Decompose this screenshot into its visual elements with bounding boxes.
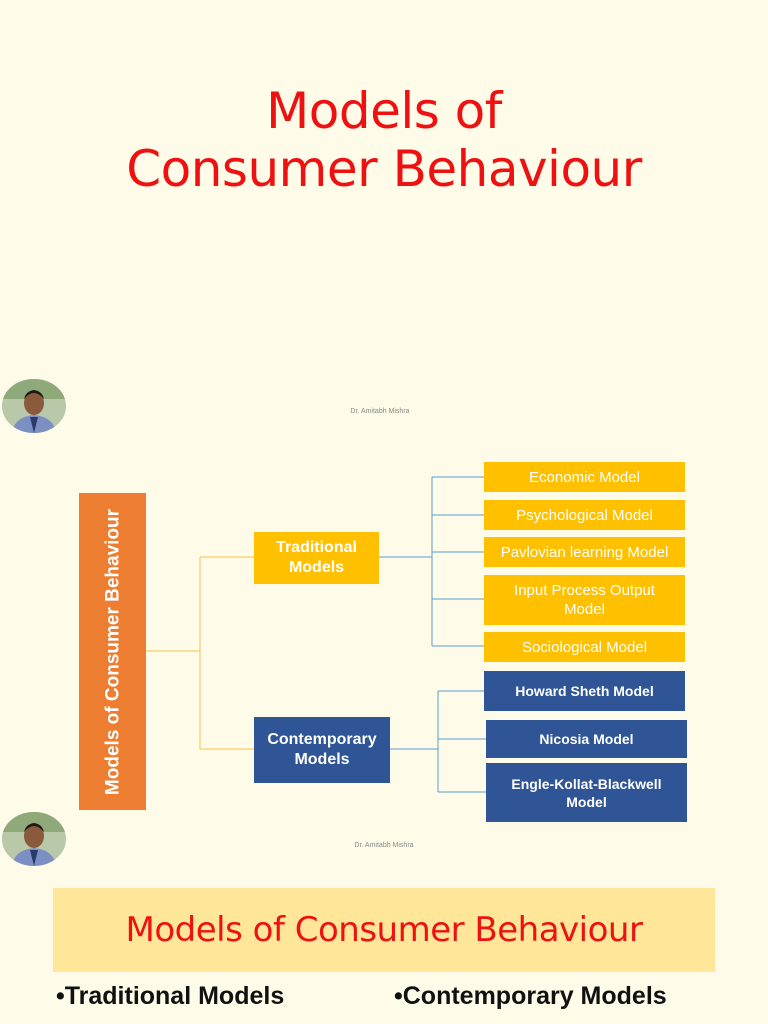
presenter-avatar-bottom (2, 812, 66, 866)
leaf-howard-sheth-model: Howard Sheth Model (484, 671, 685, 711)
slide-1-title: Models of Consumer Behaviour (0, 82, 768, 198)
leaf-label: Psychological Model (516, 506, 653, 524)
leaf-label: Economic Model (529, 468, 640, 486)
presenter-photo-icon (2, 812, 66, 866)
root-label: Models of Consumer Behaviour (102, 508, 123, 795)
watermark-bottom: Dr. Amitabh Mishra (354, 842, 414, 849)
presenter-photo-icon (2, 379, 66, 433)
leaf-nicosia-model: Nicosia Model (486, 720, 687, 758)
traditional-models-node: Traditional Models (254, 532, 379, 584)
leaf-economic-model: Economic Model (484, 462, 685, 492)
bullet-traditional-models: •Traditional Models (56, 982, 285, 1010)
leaf-label: Engle-Kollat-Blackwell Model (511, 775, 662, 810)
leaf-sociological-model: Sociological Model (484, 632, 685, 662)
contemporary-models-label: Contemporary Models (267, 731, 377, 768)
leaf-label: Howard Sheth Model (515, 683, 654, 699)
leaf-psychological-model: Psychological Model (484, 500, 685, 530)
bullet-contemporary-models: •Contemporary Models (394, 982, 667, 1010)
slide-3-banner: Models of Consumer Behaviour (53, 888, 715, 972)
title-line-1: Models of (266, 82, 502, 140)
leaf-label: Nicosia Model (539, 731, 634, 747)
leaf-label: Pavlovian learning Model (500, 543, 669, 561)
leaf-label: Sociological Model (521, 638, 648, 656)
traditional-models-label: Traditional Models (276, 539, 357, 576)
leaf-input-process-output-model: Input Process Output Model (484, 575, 685, 625)
contemporary-models-node: Contemporary Models (254, 717, 390, 783)
title-line-2: Consumer Behaviour (126, 140, 642, 198)
watermark-top: Dr. Amitabh Mishra (350, 408, 410, 415)
leaf-label: Input Process Output Model (514, 582, 655, 618)
leaf-engle-kollat-blackwell-model: Engle-Kollat-Blackwell Model (486, 763, 687, 822)
root-node: Models of Consumer Behaviour (79, 493, 146, 810)
presenter-avatar-top (2, 379, 66, 433)
leaf-pavlovian-learning-model: Pavlovian learning Model (484, 537, 685, 567)
